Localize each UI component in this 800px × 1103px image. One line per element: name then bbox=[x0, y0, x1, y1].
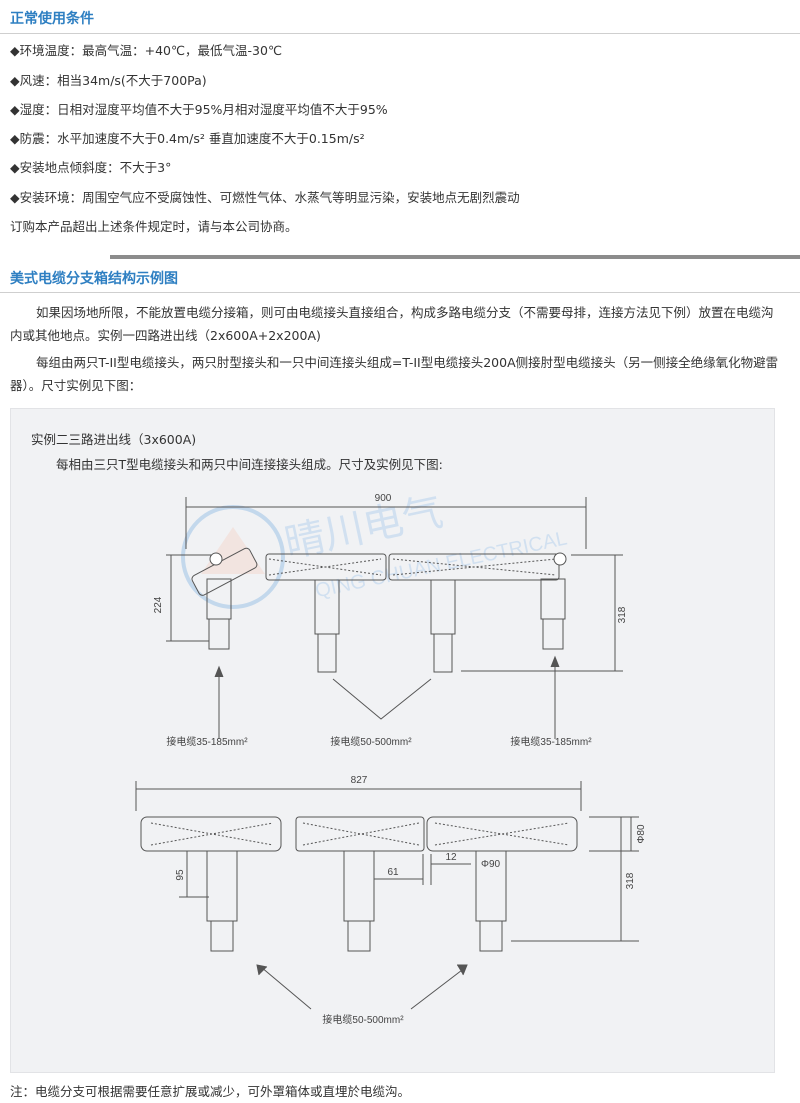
section-divider bbox=[0, 33, 800, 34]
top-width-dim-label: 900 bbox=[375, 493, 392, 504]
structure-paragraph-2: 每组由两只T-II型电缆接头，两只肘型接头和一只中间连接头组成=T-II型电缆接… bbox=[10, 355, 779, 393]
left-elbow-body bbox=[206, 578, 232, 620]
bottom-assembly-drawing bbox=[135, 781, 639, 1010]
section-title-structure: 美式电缆分支箱结构示例图 bbox=[10, 271, 178, 287]
arrow-center-cable bbox=[332, 678, 432, 720]
bottom-dim-95-label: 95 bbox=[175, 869, 186, 881]
footnote: 注：电缆分支可根据需要任意扩展或减少，可外罩箱体或直埋於电缆沟。 bbox=[10, 1084, 411, 1099]
drawing-canvas: 晴川电气 QING CHUAN ELECTRICAL bbox=[135, 490, 647, 1026]
watermark-text-cn: 晴川电气 bbox=[281, 490, 447, 566]
condition-seismic: ◆防震：水平加速度不大于0.4m/s² 垂直加速度不大于0.15m/s² bbox=[10, 131, 365, 146]
bottom-diameter-80-label: Φ80 bbox=[636, 824, 647, 844]
figure-subtitle: 每相由三只T型电缆接头和两只中间连接接头组成。尺寸及实例见下图: bbox=[56, 457, 443, 472]
bottom-t-body-1 bbox=[206, 850, 238, 922]
conditions-footer: 订购本产品超出上述条件规定时，请与本公司协商。 bbox=[10, 219, 298, 234]
bottom-bus-tube-2 bbox=[295, 816, 425, 852]
bottom-bus-tube-3 bbox=[426, 816, 578, 852]
right-elbow-body bbox=[540, 578, 566, 620]
arrow-bottom-right bbox=[410, 966, 467, 1010]
arrow-bottom-left bbox=[260, 966, 312, 1010]
bottom-diameter-90-label: Φ90 bbox=[481, 859, 501, 870]
top-t-body-2 bbox=[430, 579, 456, 635]
top-cable-label-center: 接电缆50-500mm² bbox=[330, 735, 412, 748]
top-right-height-label: 318 bbox=[617, 606, 628, 623]
figure-panel: 实例二三路进出线（3x600A) 每相由三只T型电缆接头和两只中间连接接头组成。… bbox=[10, 408, 775, 1073]
condition-wind: ◆风速：相当34m/s(不大于700Pa) bbox=[10, 73, 207, 88]
structure-paragraph-1: 如果因场地所限，不能放置电缆分接箱，则可由电缆接头直接组合，构成多路电缆分支（不… bbox=[10, 305, 774, 343]
condition-temperature: ◆环境温度：最高气温：+40℃，最低气温-30℃ bbox=[10, 43, 282, 58]
condition-environment: ◆安装环境：周围空气应不受腐蚀性、可燃性气体、水蒸气等明显污染，安装地点无剧烈震… bbox=[10, 190, 520, 205]
section-divider bbox=[0, 292, 800, 293]
bottom-dim-12-label: 12 bbox=[445, 852, 457, 863]
top-assembly-drawing bbox=[166, 497, 623, 739]
bottom-width-dim-label: 827 bbox=[351, 775, 368, 786]
bottom-cable-label-center: 接电缆50-500mm² bbox=[322, 1013, 404, 1026]
bottom-dim-61-label: 61 bbox=[387, 867, 399, 878]
figure-title: 实例二三路进出线（3x600A) bbox=[31, 432, 197, 447]
top-cable-label-right: 接电缆35-185mm² bbox=[510, 735, 592, 748]
top-cable-label-left: 接电缆35-185mm² bbox=[166, 735, 248, 748]
bottom-t-body-2 bbox=[343, 850, 375, 922]
condition-humidity: ◆湿度：日相对湿度平均值不大于95%月相对湿度平均值不大于95% bbox=[10, 102, 388, 117]
section-separator bbox=[110, 255, 800, 259]
bottom-height-label: 318 bbox=[625, 872, 636, 889]
top-left-height-label: 224 bbox=[153, 596, 164, 613]
section-title-conditions: 正常使用条件 bbox=[10, 11, 94, 27]
condition-tilt: ◆安装地点倾斜度：不大于3° bbox=[10, 160, 172, 175]
top-bus-tube-right bbox=[388, 553, 560, 581]
